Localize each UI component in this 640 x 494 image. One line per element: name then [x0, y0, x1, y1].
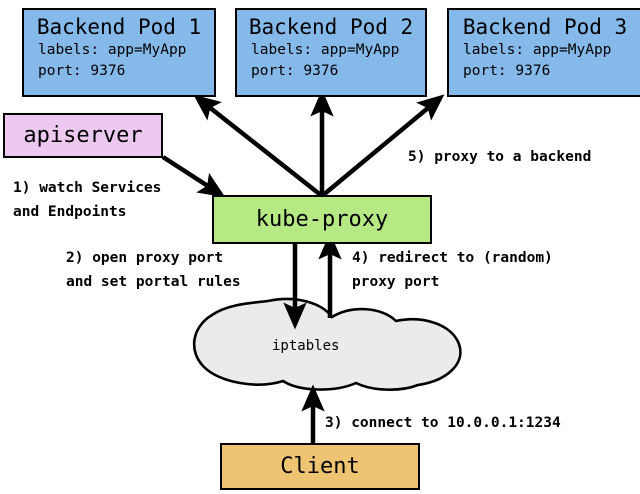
backend-pod-1-title: Backend Pod 1	[36, 15, 202, 39]
backend-pod-3-title: Backend Pod 3	[462, 15, 628, 39]
step-1-line-2: and Endpoints	[13, 204, 127, 220]
apiserver-label: apiserver	[23, 123, 143, 148]
step-2-line-2: and set portal rules	[66, 274, 241, 290]
backend-pod-2[interactable]: Backend Pod 2 labels: app=MyApp port: 93…	[235, 8, 427, 97]
step-4-line-1: 4) redirect to (random)	[352, 250, 553, 266]
step-4-line-2: proxy port	[352, 274, 440, 290]
backend-pod-1-labels: labels: app=MyApp	[38, 42, 187, 58]
arrow-kubeproxy-to-pod1	[193, 94, 324, 198]
step-2-line-1: 2) open proxy port	[66, 250, 224, 266]
backend-pod-3-port: port: 9376	[463, 63, 551, 79]
arrow-kubeproxy-to-pod3	[320, 94, 445, 198]
backend-pod-2-title: Backend Pod 2	[248, 15, 414, 39]
backend-pod-3[interactable]: Backend Pod 3 labels: app=MyApp port: 93…	[447, 8, 640, 97]
step-3-line-1: 3) connect to 10.0.0.1:1234	[325, 415, 561, 431]
kube-proxy-label: kube-proxy	[255, 207, 389, 232]
iptables-cloud-shape	[192, 297, 462, 391]
backend-pod-3-labels: labels: app=MyApp	[463, 42, 612, 58]
client-node[interactable]: Client	[220, 443, 420, 490]
kube-proxy-node[interactable]: kube-proxy	[212, 195, 432, 244]
backend-pod-2-labels: labels: app=MyApp	[251, 42, 400, 58]
apiserver-node[interactable]: apiserver	[3, 113, 163, 158]
backend-pod-1-port: port: 9376	[38, 63, 126, 79]
arrow-apiserver-to-kubeproxy	[161, 155, 226, 198]
backend-pod-1[interactable]: Backend Pod 1 labels: app=MyApp port: 93…	[22, 8, 216, 97]
client-label: Client	[280, 454, 360, 479]
backend-pod-2-port: port: 9376	[251, 63, 339, 79]
step-1-line-1: 1) watch Services	[13, 180, 162, 196]
step-5-line-1: 5) proxy to a backend	[408, 149, 592, 165]
iptables-label: iptables	[272, 338, 340, 354]
